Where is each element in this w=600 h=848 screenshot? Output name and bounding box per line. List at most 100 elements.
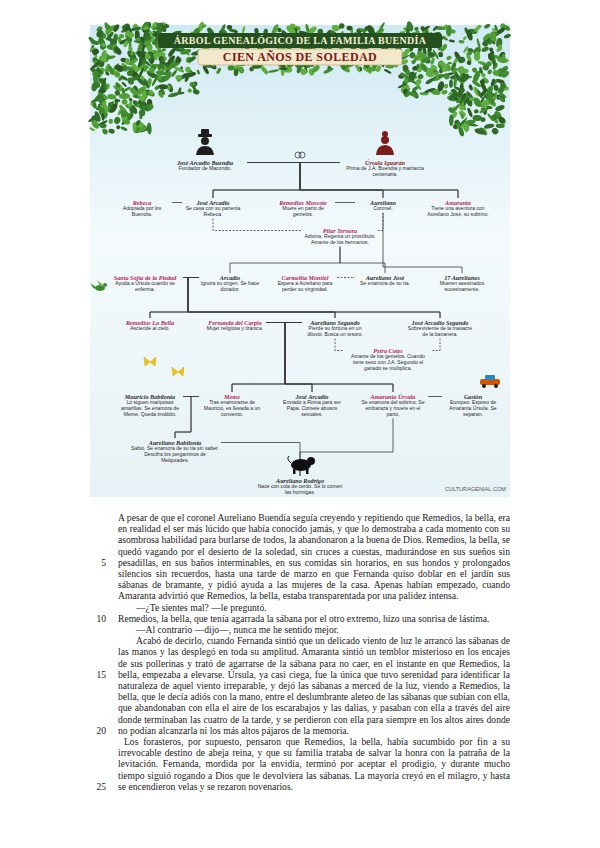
person-note: Adoptada por los Buendía. — [113, 206, 171, 218]
family-line — [230, 247, 340, 273]
family-line — [300, 163, 458, 199]
person-node: 17 AurelianosMueren asesinados sucesivam… — [430, 273, 494, 294]
paragraph: Remedios, la bella, que tenía agarrada l… — [118, 613, 510, 624]
family-line — [266, 323, 312, 393]
family-line — [232, 323, 302, 393]
person-name: Santa Sofía de la Piedad — [108, 274, 182, 281]
person-name: José Arcadio — [183, 199, 243, 206]
paragraph: —Al contrario —dijo—, nunca me he sentid… — [118, 624, 510, 635]
person-name: Amaranta — [423, 199, 493, 206]
person-note: Sabio. Se enamora de su tía sin saber. D… — [130, 446, 220, 463]
person-node: Aureliano BabiloniaSabio. Se enamora de … — [129, 438, 221, 464]
person-note: Tras enamorarse de Mauricio, es llevada … — [200, 400, 264, 417]
person-node: José Arcadio BuendíaFundador de Macondo. — [163, 158, 247, 173]
person-note: Europeo. Esposo de Amaranta Úrsula. Se s… — [443, 400, 503, 417]
family-line — [300, 418, 393, 476]
person-node: GastónEuropeo. Esposo de Amaranta Úrsula… — [442, 392, 504, 418]
person-note: Se enamora del sobrino; Se embaraza y mu… — [359, 400, 427, 417]
person-name: Arcadio — [200, 274, 260, 281]
person-note: Enviado a Roma para ser Papa. Comete abu… — [280, 400, 344, 417]
person-node: Petra CotesAmante de los gemelos. Cuando… — [344, 346, 432, 372]
person-node: AmarantaTiene una aventura con Aureliano… — [422, 198, 494, 219]
person-note: Amante de los gemelos. Cuando tiene sexo… — [345, 354, 431, 371]
person-node: MemeTras enamorarse de Mauricio, es llev… — [199, 392, 265, 418]
person-name: Aureliano Segundo — [303, 319, 367, 326]
person-node: AurelianoCoronel. — [355, 198, 411, 213]
person-node: Pilar TerneraAdivina. Regenta un prostíb… — [302, 226, 378, 247]
person-name: José Arcadio Buendía — [164, 159, 246, 166]
family-line — [383, 213, 462, 273]
line-number: 20 — [86, 725, 106, 736]
person-name: Rebeca — [113, 199, 171, 206]
paragraph: A pesar de que el coronel Aureliano Buen… — [118, 512, 510, 602]
person-note: Ayuda a Úrsula cuando se enferma. — [108, 281, 182, 293]
person-node: Aureliano JoséSe enamora de su tía. — [355, 273, 415, 288]
person-node: José ArcadioSe casa con su parienta Rebe… — [182, 198, 244, 219]
family-line — [232, 323, 285, 393]
person-node: RebecaAdoptada por los Buendía. — [112, 198, 172, 219]
person-note: Coronel. — [356, 206, 410, 212]
family-line — [172, 202, 182, 203]
car-icon — [480, 375, 500, 388]
person-note: Sobreviviente de la masacre de la banane… — [406, 326, 474, 338]
person-name: Fernanda del Carpio — [205, 319, 265, 326]
line-number: 25 — [86, 781, 106, 792]
paragraph: —¿Te sientes mal? —le preguntó. — [118, 602, 510, 613]
person-note: Se casa con su parienta Rebeca. — [183, 206, 243, 218]
person-node: Aureliano RodrigoNace con cola de cerdo.… — [255, 476, 345, 497]
person-name: Aureliano Babilonia — [130, 439, 220, 446]
person-node: José Arcadio SegundoSobreviviente de la … — [405, 318, 475, 339]
woman-icon — [376, 131, 394, 155]
paragraph: Los forasteros, por supuesto, pensaron q… — [118, 736, 510, 792]
person-name: Remedios Moscote — [272, 199, 334, 206]
subtitle: CIEN AÑOS DE SOLEDAD — [190, 50, 410, 64]
person-note: Prima de J.A. Buendía y matriarca centen… — [341, 166, 429, 178]
person-note: Pierde su fortuna en un diluvio. Busca u… — [303, 326, 367, 338]
family-line — [335, 202, 355, 203]
paragraph: Acabó de decirlo, cuando Fernanda sintió… — [118, 635, 510, 736]
person-name: José Arcadio Segundo — [406, 319, 474, 326]
person-name: Aureliano — [356, 199, 410, 206]
person-note: Mujer religiosa y tiránica. — [205, 326, 265, 332]
bird-icon — [90, 280, 107, 291]
person-node: Fernanda del CarpioMujer religiosa y tir… — [204, 318, 266, 333]
person-name: Aureliano José — [356, 274, 414, 281]
sky-ground — [90, 25, 510, 497]
butterfly-icon — [144, 357, 184, 376]
person-node: Mauricio BabiloniaLo siguen mariposas am… — [117, 392, 183, 418]
line-number: 15 — [86, 669, 106, 680]
diagram-title: ÁRBOL GENEALÓGICO DE LA FAMILIA BUENDÍA — [150, 34, 450, 47]
person-node: ArcadioIgnora su origen. Se hace dictado… — [199, 273, 261, 294]
person-name: Petra Cotes — [345, 347, 431, 354]
person-node: Úrsula IguaránPrima de J.A. Buendía y ma… — [340, 158, 430, 179]
person-note: Tiene una aventura con Aureliano José, s… — [423, 206, 493, 218]
family-line — [432, 339, 440, 351]
person-node: Remedios La BellaAsciende al cielo. — [120, 318, 180, 333]
family-line — [175, 397, 199, 439]
ring-icon — [295, 152, 305, 158]
foliage — [88, 20, 512, 137]
family-line — [378, 213, 383, 231]
person-name: Gastón — [443, 393, 503, 400]
person-name: Meme — [200, 393, 264, 400]
line-number: 5 — [86, 557, 106, 568]
person-node: Carmelita MontielEspera a Aureliano para… — [273, 273, 337, 294]
person-name: Carmelita Montiel — [274, 274, 336, 281]
family-line — [428, 396, 442, 397]
person-name: Remedios La Bella — [121, 319, 179, 326]
person-name: Aureliano Rodrigo — [256, 477, 344, 484]
person-node: Amaranta ÚrsulaSe enamora del sobrino; S… — [358, 392, 428, 418]
person-node: Santa Sofía de la PiedadAyuda a Úrsula c… — [107, 273, 183, 294]
person-note: Ignora su origen. Se hace dictador. — [200, 281, 260, 293]
person-node: José ArcadioEnviado a Roma para ser Papa… — [279, 392, 345, 418]
person-note: Nace con cola de cerdo. Se lo comen las … — [256, 484, 344, 496]
pig-icon — [288, 456, 315, 474]
family-line — [340, 247, 385, 273]
person-note: Espera a Aureliano para perder su virgin… — [274, 281, 336, 293]
family-line — [337, 277, 355, 278]
person-note: Fundador de Macondo. — [164, 166, 246, 172]
family-line — [183, 278, 440, 319]
watermark: CULTURAGENIAL.COM — [430, 486, 506, 493]
person-name: José Arcadio — [280, 393, 344, 400]
person-name: Mauricio Babilonia — [118, 393, 182, 400]
